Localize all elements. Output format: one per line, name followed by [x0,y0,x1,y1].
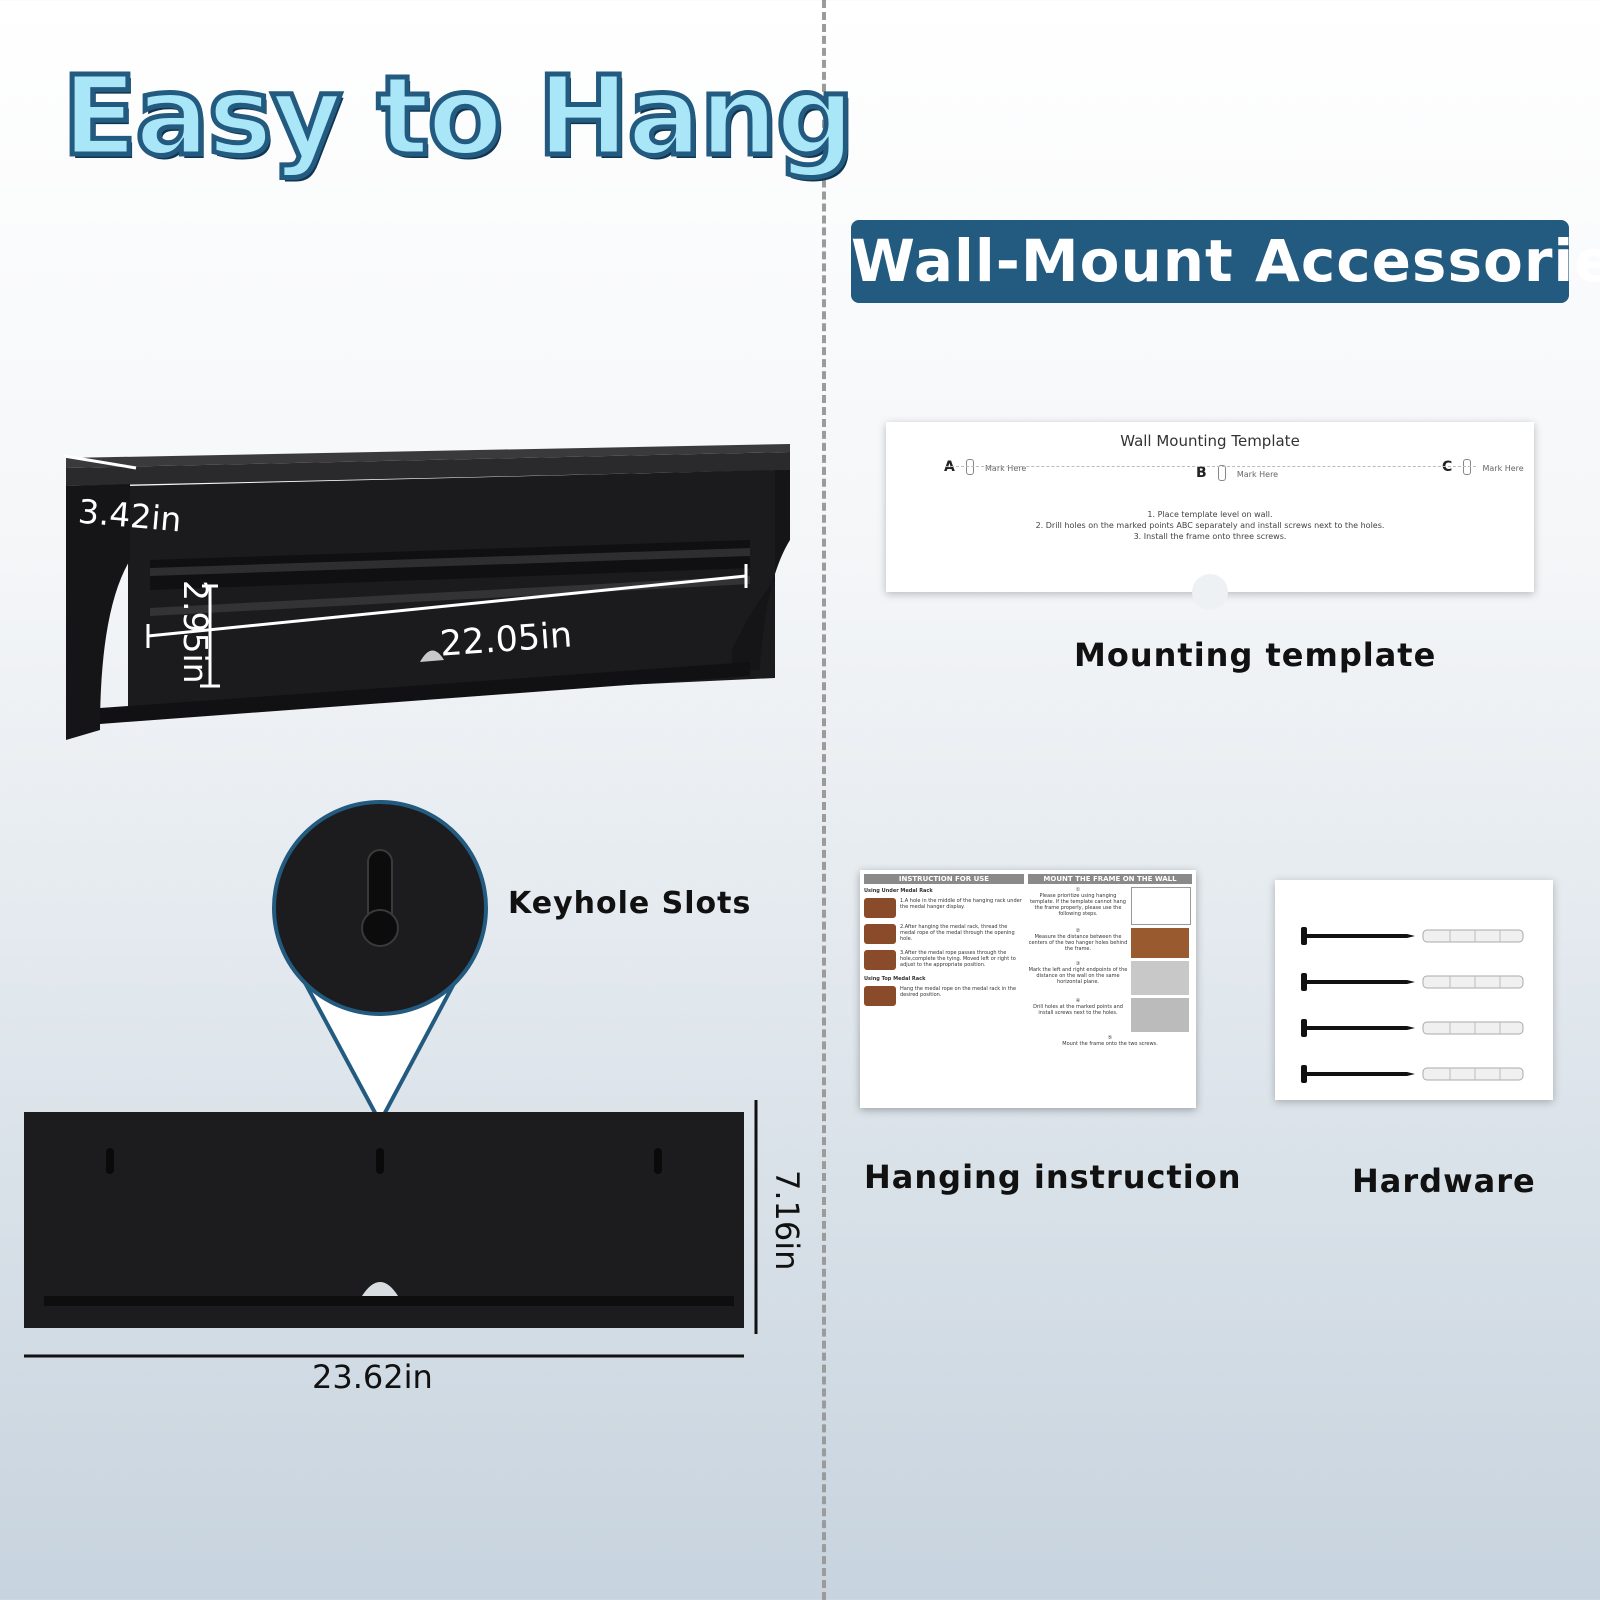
hardware-caption: Hardware [1352,1162,1536,1200]
shelf-back-panel [128,470,775,708]
instruction-sheet: INSTRUCTION FOR USE Using Under Medal Ra… [860,870,1196,1108]
towel-bar [100,662,750,724]
back-panel-illustration [24,1100,758,1358]
wall-anchor-icon [1422,929,1524,943]
keyhole-label: Keyhole Slots [508,886,752,921]
back-width-label: 23.62in [312,1358,433,1396]
shelf-right-bracket [732,470,790,672]
headline: Easy to Hang [60,50,858,183]
mounting-template-caption: Mounting template [1074,636,1437,674]
back-height-label: 7.16in [768,1170,806,1271]
shelf-height-label: 2.95in [176,580,215,684]
instruction-left-header: INSTRUCTION FOR USE [864,874,1024,884]
screws-and-anchors [1300,927,1524,1084]
screw-icon [1301,927,1415,945]
hanging-instruction-caption: Hanging instruction [864,1158,1242,1196]
keyhole-zoom [272,800,488,1127]
template-title: Wall Mounting Template [1120,432,1300,450]
instruction-right-header: MOUNT THE FRAME ON THE WALL [1028,874,1192,884]
template-mark-b: B Mark Here [1196,464,1279,481]
shelf-left-bracket [66,484,130,740]
instruction-left-column: INSTRUCTION FOR USE Using Under Medal Ra… [864,874,1024,1006]
hardware-card [1275,880,1553,1100]
shelf-top-board [66,452,790,486]
center-divider [822,0,826,1600]
template-step-2: 2. Drill holes on the marked points ABC … [1035,521,1385,530]
template-step-1: 1. Place template level on wall. [1147,510,1273,519]
template-step-3: 3. Install the frame onto three screws. [1133,532,1287,541]
shelf-illustration [63,444,790,740]
accessories-banner: Wall-Mount Accessories [851,220,1600,303]
mounting-template-card: Wall Mounting Template A Mark Here B Mar… [886,422,1534,610]
